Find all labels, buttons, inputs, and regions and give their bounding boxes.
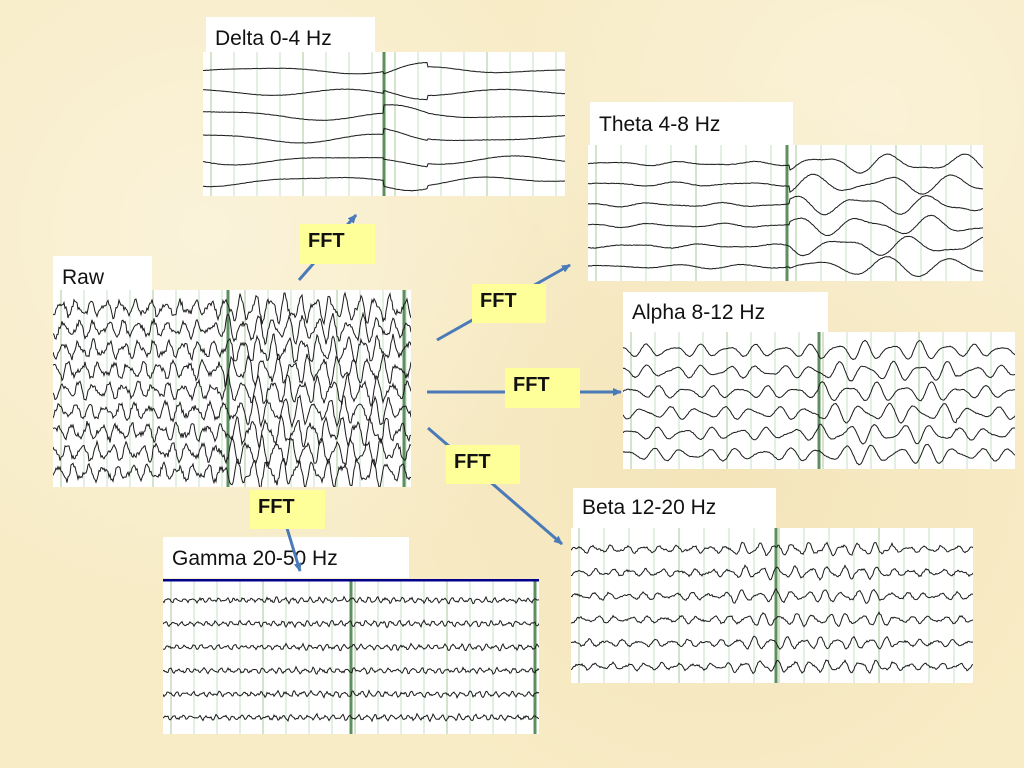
eeg-trace <box>203 88 565 101</box>
gamma-waveform-panel <box>163 579 539 734</box>
eeg-trace <box>203 127 565 144</box>
theta-waveform <box>588 145 983 281</box>
eeg-trace <box>53 457 411 487</box>
eeg-trace <box>163 619 539 629</box>
eeg-trace <box>588 194 983 216</box>
eeg-trace <box>571 659 973 675</box>
eeg-trace <box>588 256 983 278</box>
alpha-waveform <box>623 332 1015 469</box>
delta-waveform <box>203 52 565 196</box>
eeg-trace <box>623 381 1015 402</box>
eeg-trace <box>163 642 539 652</box>
eeg-trace <box>571 635 973 650</box>
eeg-trace <box>623 423 1015 445</box>
eeg-trace <box>53 311 411 346</box>
eeg-trace <box>588 173 983 195</box>
eeg-trace <box>203 61 565 75</box>
eeg-trace <box>163 712 539 723</box>
theta-label: Theta 4-8 Hz <box>590 102 793 145</box>
eeg-trace <box>623 402 1015 424</box>
eeg-trace <box>588 214 983 237</box>
fft-gamma-box: FFT <box>250 490 325 529</box>
alpha-waveform-panel <box>623 332 1015 469</box>
gamma-label: Gamma 20-50 Hz <box>163 537 409 578</box>
eeg-trace <box>571 541 973 557</box>
eeg-trace <box>53 394 411 429</box>
eeg-trace <box>203 104 565 122</box>
eeg-trace <box>623 360 1015 382</box>
delta-label: Delta 0-4 Hz <box>206 17 375 52</box>
fft-beta-box: FFT <box>446 445 520 484</box>
eeg-trace <box>163 595 539 605</box>
eeg-trace <box>588 235 983 257</box>
beta-waveform <box>571 528 973 683</box>
eeg-trace <box>623 339 1015 361</box>
eeg-trace <box>588 153 983 174</box>
fft-alpha-box: FFT <box>505 368 580 408</box>
eeg-trace <box>571 610 973 628</box>
eeg-trace <box>163 665 539 675</box>
eeg-trace <box>53 333 411 365</box>
eeg-trace <box>53 372 411 408</box>
eeg-trace <box>623 443 1015 466</box>
raw-waveform <box>53 290 411 487</box>
eeg-trace <box>53 434 411 468</box>
eeg-trace <box>53 291 411 326</box>
eeg-trace <box>571 588 973 604</box>
fft-delta-box: FFT <box>300 224 375 264</box>
eeg-trace <box>163 689 539 700</box>
raw-label: Raw <box>53 256 152 291</box>
eeg-trace <box>53 352 411 388</box>
eeg-trace <box>53 413 411 448</box>
gamma-waveform <box>163 579 539 734</box>
theta-waveform-panel <box>588 145 983 281</box>
eeg-trace <box>203 155 565 168</box>
beta-waveform-panel <box>571 528 973 683</box>
delta-waveform-panel <box>203 52 565 196</box>
beta-label: Beta 12-20 Hz <box>573 488 776 528</box>
eeg-trace <box>203 176 565 192</box>
raw-waveform-panel <box>53 290 411 487</box>
alpha-label: Alpha 8-12 Hz <box>623 292 828 332</box>
eeg-trace <box>571 564 973 581</box>
fft-theta-box: FFT <box>472 284 546 323</box>
